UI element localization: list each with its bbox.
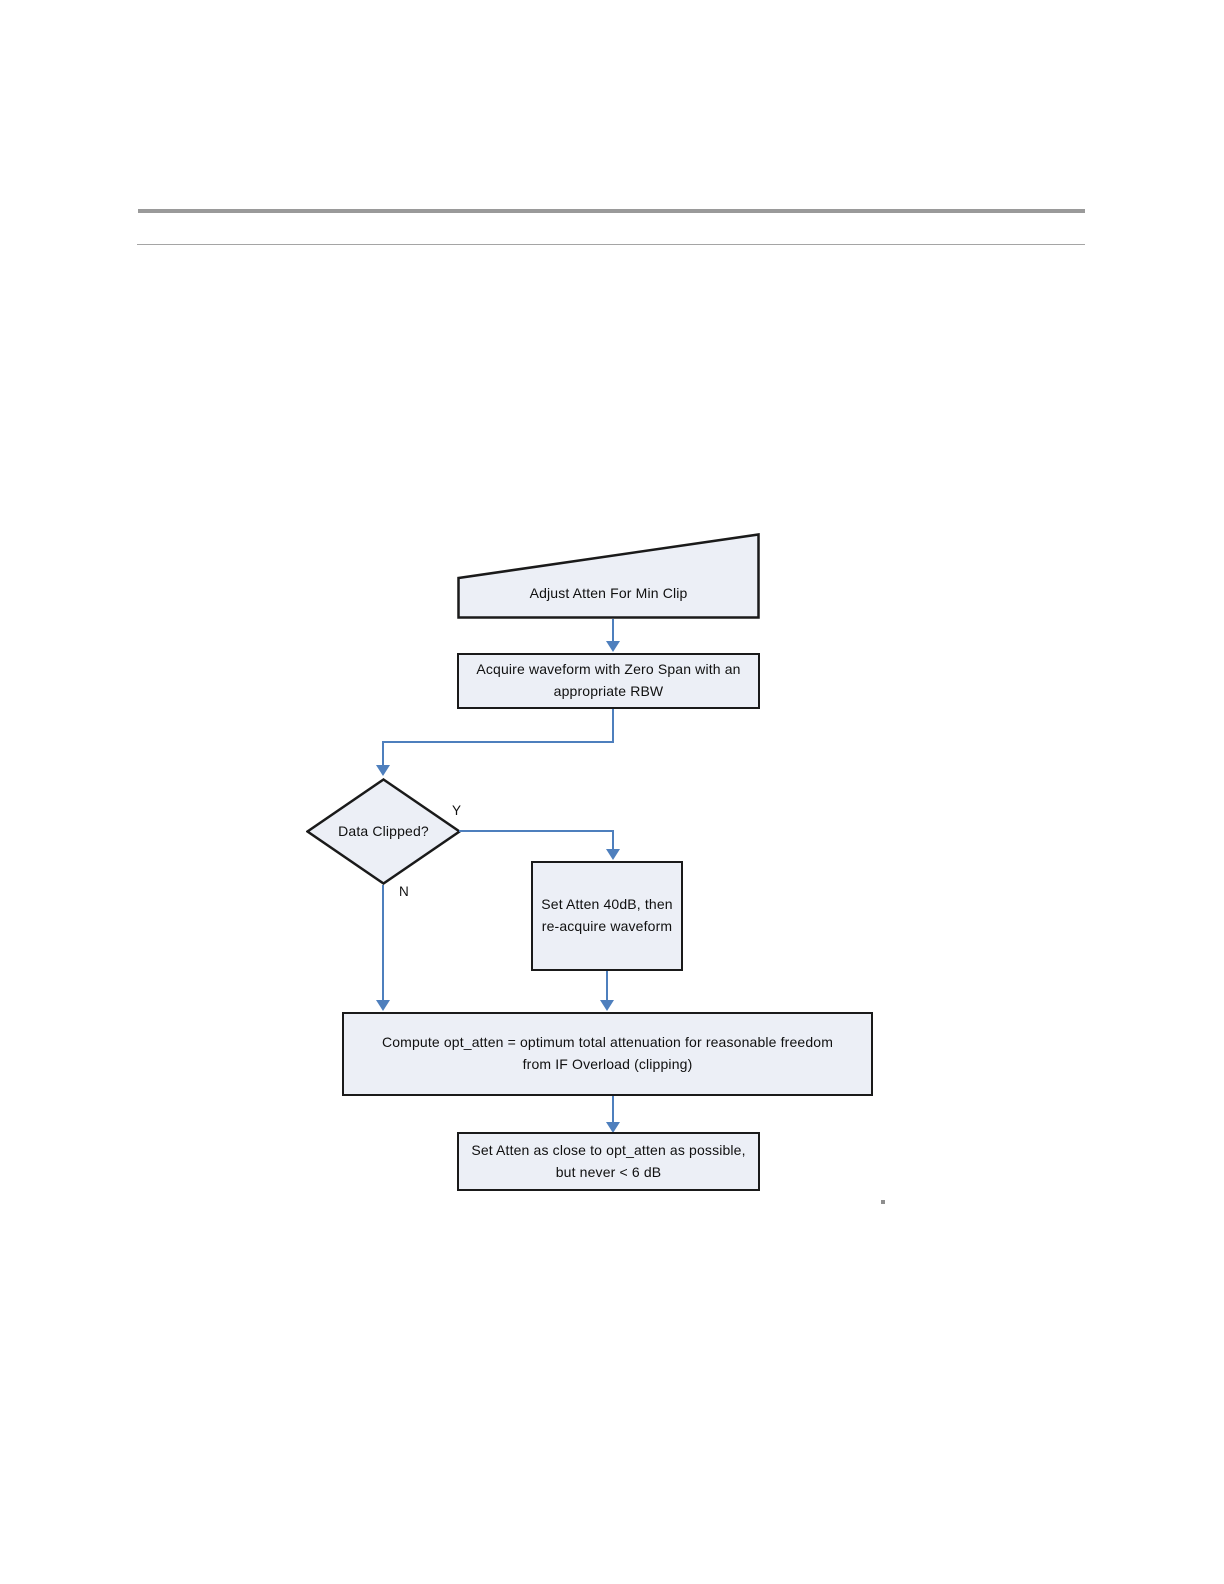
arrowhead-acquire-to-decision: [376, 765, 390, 776]
connector-acquire-left: [382, 741, 614, 743]
connector-yes-down: [612, 830, 614, 850]
trapezoid-shape: [457, 533, 760, 619]
arrowhead-no-to-compute: [376, 1000, 390, 1011]
flow-node-label: Acquire waveform with Zero Span with an …: [476, 661, 741, 699]
arrowhead-set-atten-to-compute: [600, 1000, 614, 1011]
flow-node-label: Set Atten as close to opt_atten as possi…: [471, 1141, 746, 1180]
flow-node-data-clipped-decision[interactable]: Data Clipped?: [306, 778, 461, 885]
connector-set-atten-to-compute: [606, 971, 608, 1002]
connector-acquire-down: [612, 709, 614, 743]
header-rule-thin: [137, 244, 1085, 245]
arrowhead-compute-to-set-close: [606, 1122, 620, 1133]
flow-node-compute-opt-atten[interactable]: Compute opt_atten = optimum total attenu…: [342, 1012, 873, 1096]
branch-label-no: N: [399, 884, 409, 899]
connector-no-down: [382, 885, 384, 1002]
flow-node-label: Compute opt_atten = optimum total attenu…: [381, 1034, 834, 1072]
flow-node-acquire-waveform[interactable]: Acquire waveform with Zero Span with an …: [457, 653, 760, 709]
flow-node-set-atten-close[interactable]: Set Atten as close to opt_atten as possi…: [457, 1132, 760, 1191]
branch-label-yes: Y: [452, 803, 462, 818]
flow-node-set-atten-40db[interactable]: Set Atten 40dB, then re-acquire waveform: [531, 861, 683, 971]
connector-yes-right: [459, 830, 614, 832]
connector-compute-to-set-close: [612, 1096, 614, 1125]
flow-node-label: Set Atten 40dB, then re-acquire waveform: [541, 896, 673, 934]
connector-acquire-to-decision: [382, 741, 384, 767]
flow-node-label: Adjust Atten For Min Clip: [529, 585, 688, 602]
flow-node-label: Data Clipped?: [338, 822, 429, 839]
diamond-shape: [306, 778, 461, 885]
header-rule-thick: [138, 209, 1085, 213]
flow-node-adjust-atten-terminal[interactable]: Adjust Atten For Min Clip: [457, 533, 760, 619]
connector-terminal-to-acquire: [612, 619, 614, 643]
arrowhead-terminal-to-acquire: [606, 641, 620, 652]
page-artifact-dot: [881, 1200, 885, 1204]
arrowhead-yes-to-set-atten: [606, 849, 620, 860]
